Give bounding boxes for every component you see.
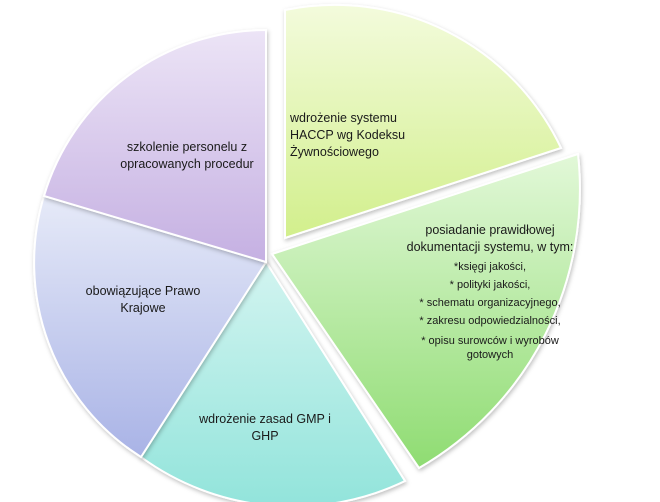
label-haccp: wdrożenie systemu HACCP wg Kodeksu Żywno…: [290, 110, 450, 161]
documentation-item-5: * opisu surowców i wyrobów: [421, 335, 559, 347]
gmp-line-1: wdrożenie zasad GMP i: [199, 412, 331, 426]
law-line-1: obowiązujące Prawo: [85, 284, 201, 298]
documentation-item-2: * polityki jakości,: [449, 279, 531, 291]
segment-documentation: [270, 152, 581, 470]
gmp-line-2: GHP: [251, 429, 279, 443]
documentation-item-1: *księgi jakości,: [453, 261, 527, 273]
segment-law: [33, 194, 268, 459]
label-documentation: posiadanie prawidłowej dokumentacji syst…: [380, 222, 600, 362]
documentation-item-4: * zakresu odpowiedzialności,: [419, 315, 561, 327]
label-training: szkolenie personelu z opracowanych proce…: [102, 139, 272, 173]
segment-haccp: [284, 3, 563, 240]
training-line-2: opracowanych procedur: [120, 157, 254, 171]
haccp-line-1: wdrożenie systemu: [290, 111, 397, 125]
law-line-2: Krajowe: [120, 301, 166, 315]
segment-training: [42, 28, 267, 264]
label-law: obowiązujące Prawo Krajowe: [58, 283, 228, 317]
documentation-item-3: * schematu organizacyjnego,: [419, 297, 561, 309]
haccp-line-2: HACCP wg Kodeksu: [290, 128, 406, 142]
training-line-1: szkolenie personelu z: [126, 140, 248, 154]
documentation-title-1: posiadanie prawidłowej: [425, 223, 555, 237]
label-gmp: wdrożenie zasad GMP i GHP: [180, 411, 350, 445]
segment-gmp: [139, 260, 407, 502]
haccp-line-3: Żywnościowego: [290, 145, 379, 159]
documentation-title-2: dokumentacji systemu, w tym:: [406, 240, 574, 254]
documentation-item-6: gotowych: [466, 349, 514, 361]
